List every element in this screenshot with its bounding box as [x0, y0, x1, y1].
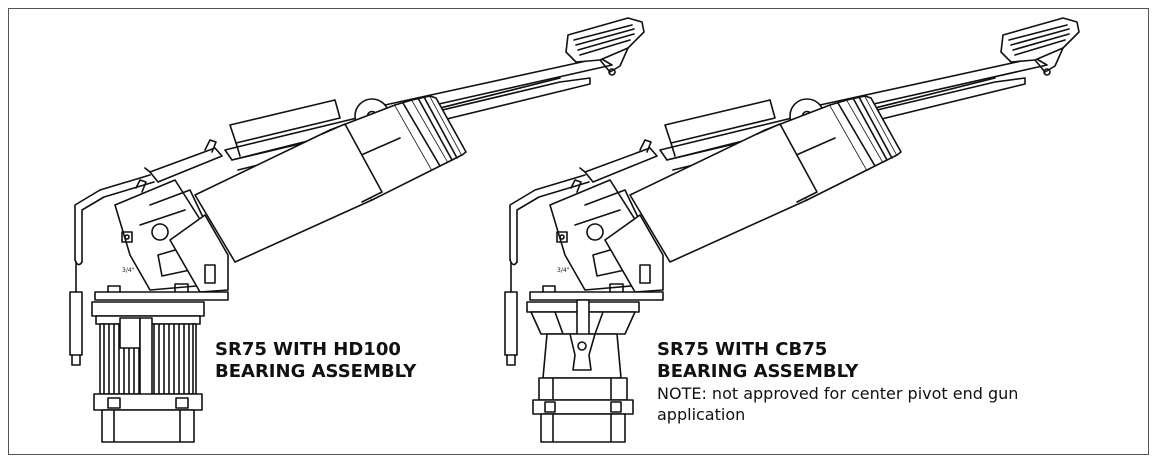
caption-hd100-line2: BEARING ASSEMBLY [215, 361, 417, 382]
caption-hd100: SR75 WITH HD100 BEARING ASSEMBLY [215, 339, 416, 383]
sr75-cb75-drawing: 3/4" [504, 17, 1080, 443]
sr75-hd100-drawing: 3/4" [69, 17, 645, 443]
caption-hd100-line1: SR75 WITH HD100 [215, 339, 401, 360]
caption-cb75-line1: SR75 WITH CB75 [657, 339, 828, 360]
caption-cb75: SR75 WITH CB75 BEARING ASSEMBLY NOTE: no… [657, 339, 1077, 425]
part-marking-left: 3/4" [122, 267, 135, 274]
caption-cb75-note: NOTE: not approved for center pivot end … [657, 384, 1019, 424]
caption-cb75-line2: BEARING ASSEMBLY [657, 361, 859, 382]
part-marking-right: 3/4" [557, 267, 570, 274]
figure-frame [8, 8, 1149, 455]
